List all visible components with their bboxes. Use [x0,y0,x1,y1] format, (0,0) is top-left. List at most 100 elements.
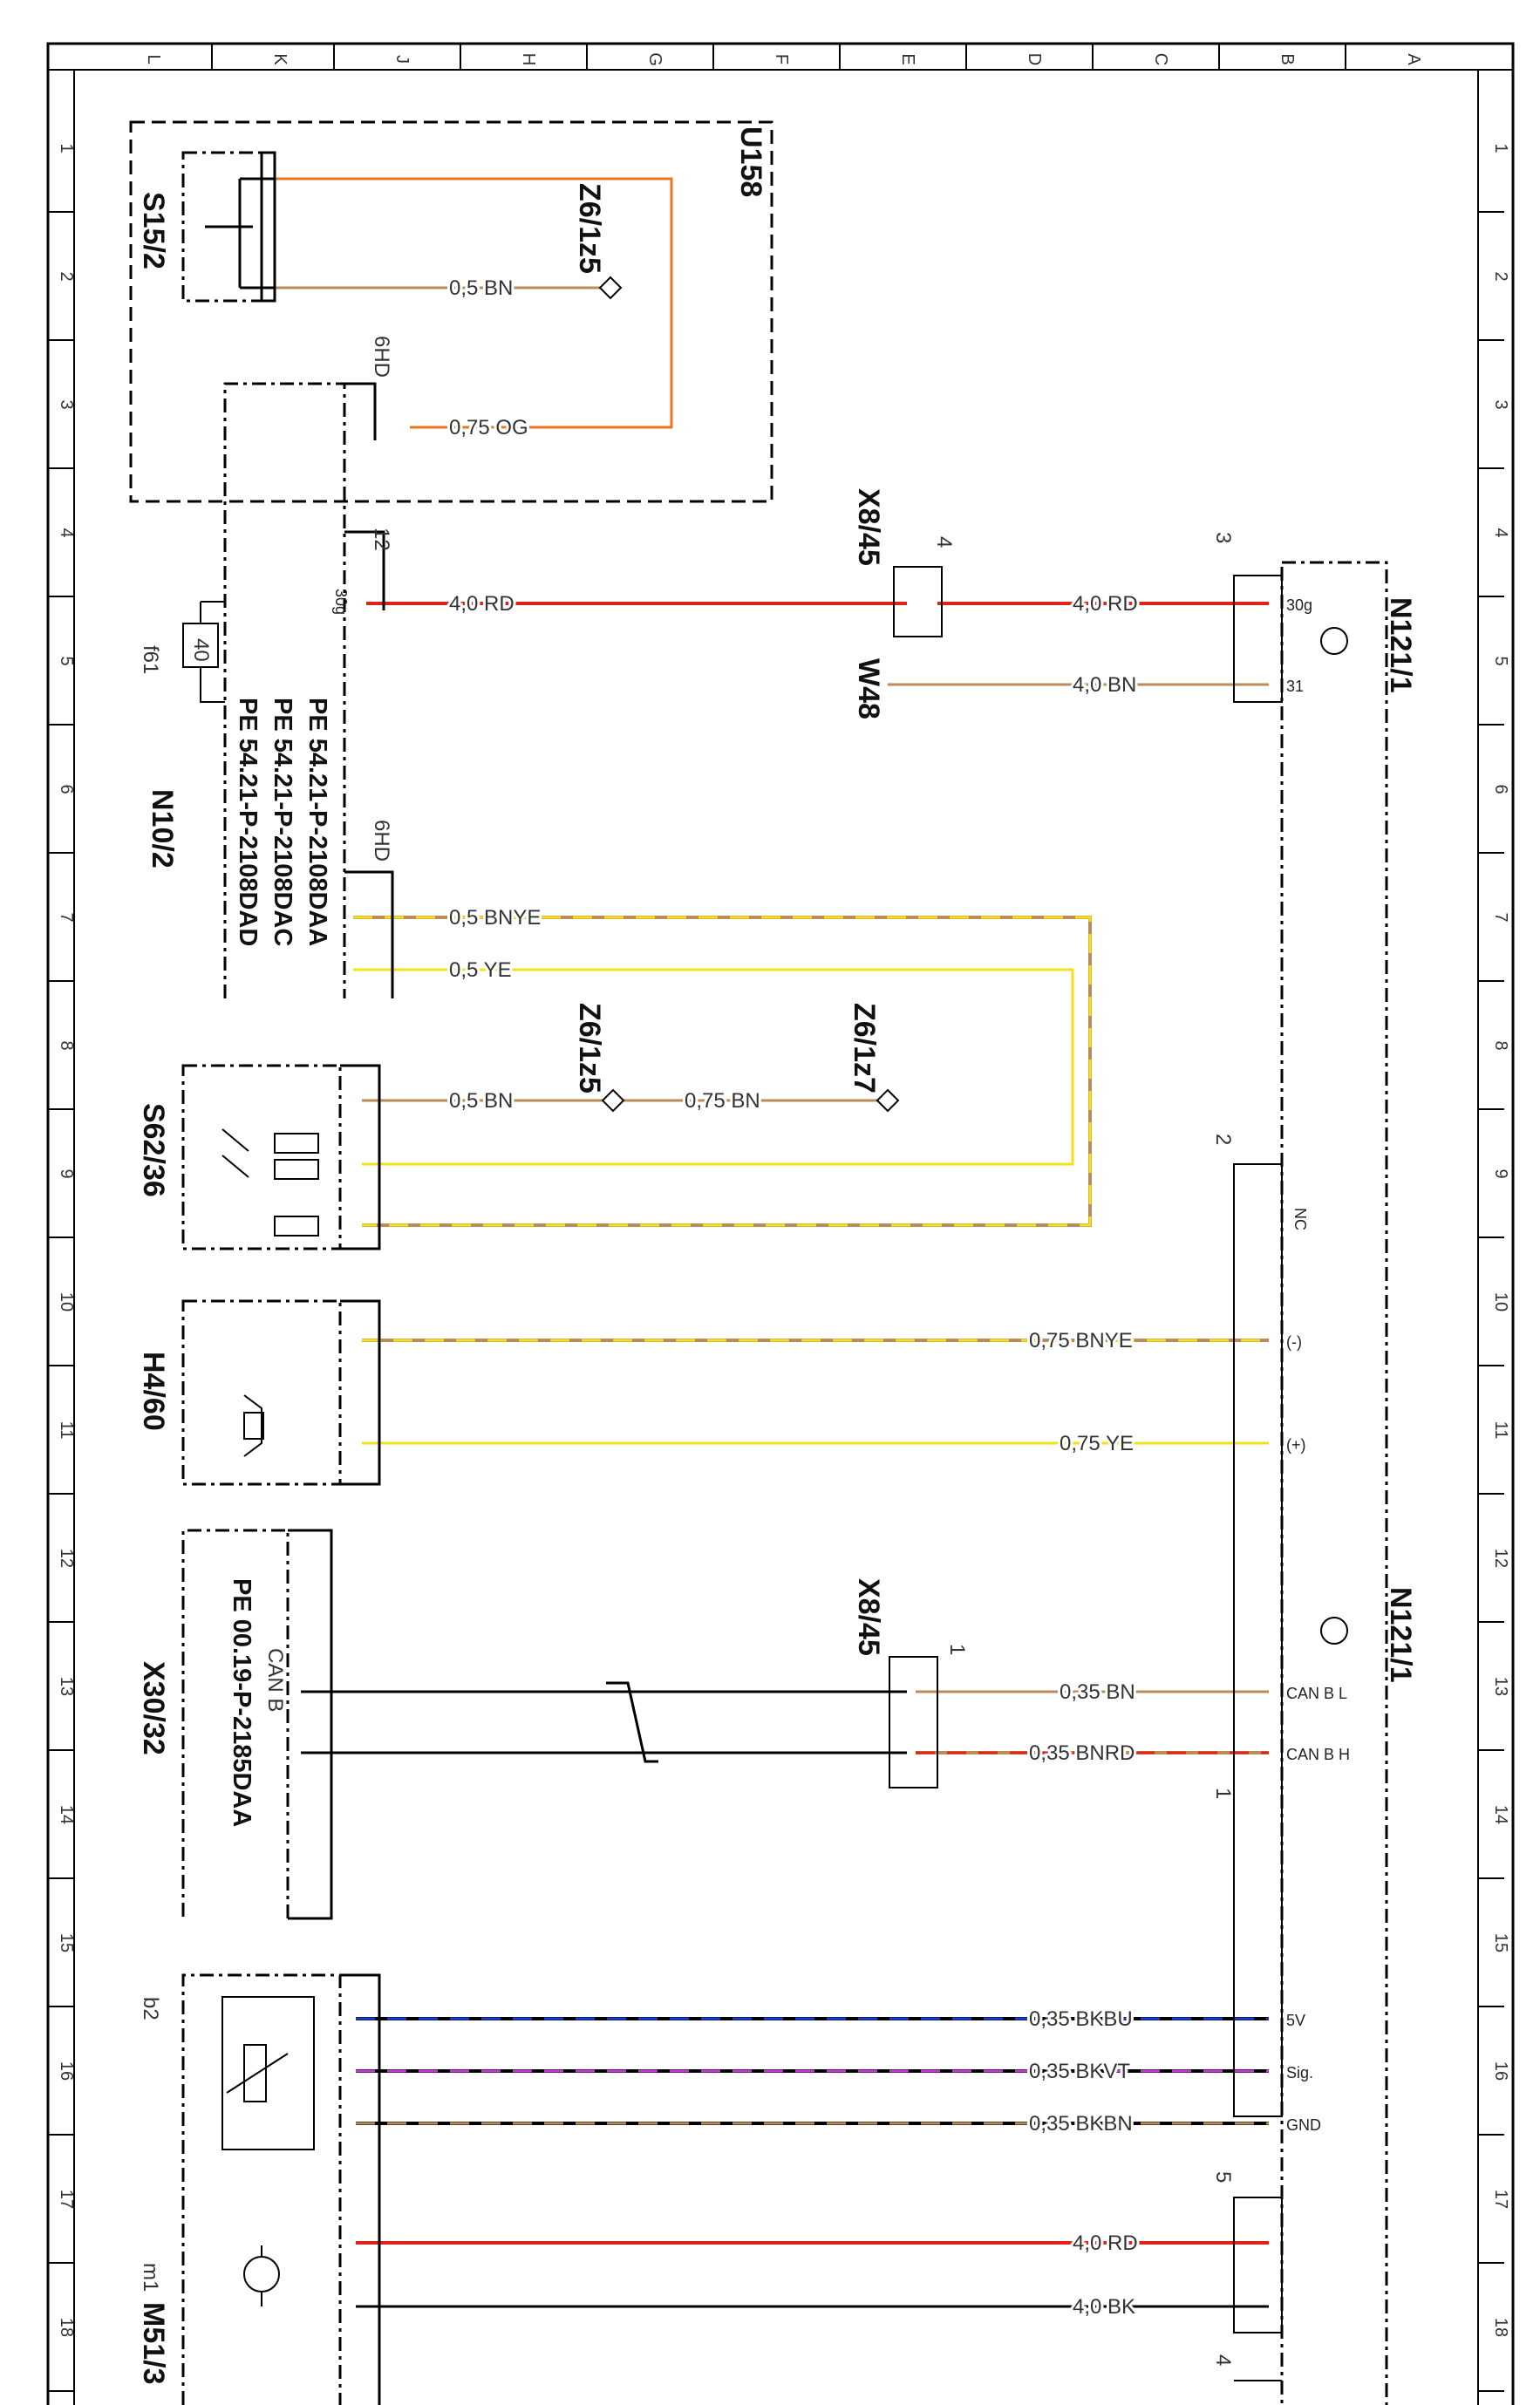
row-header-left-13: 13 [57,1677,76,1696]
pin-label-p30g_b: 30g [1286,596,1312,614]
row-header-left-10: 10 [57,1292,76,1312]
row-header-right-1: 1 [1491,143,1510,153]
component-label-S62_36: S62/36 [137,1103,170,1197]
wire-label-w17: 4,0 RD [1073,2231,1138,2255]
row-header-left-5: 5 [57,656,76,665]
row-header-left-12: 12 [57,1549,76,1568]
connector-label-fuse: 40 [189,638,213,662]
row-header-right-18: 18 [1491,2318,1510,2337]
wire-label-w7: 0,5 YE [449,958,512,982]
column-header-A: A [1404,53,1423,65]
row-header-right-6: 6 [1491,784,1510,794]
wire-label-w5: 4,0 BN [1073,673,1136,697]
row-header-left-4: 4 [57,528,76,537]
component-label-f61: f61 [139,645,162,674]
wire-label-w16: 0,35 BKBN [1029,2112,1133,2136]
pe-ref-x30: PE 00.19-P-2185DAA [228,1578,256,1827]
row-header-right-13: 13 [1491,1677,1510,1696]
component-label-W48: W48 [852,658,885,719]
connector-label-n121c: 1 [1211,1788,1235,1799]
component-label-X30_32: X30/32 [137,1661,170,1755]
row-header-left-9: 9 [57,1168,76,1178]
component-label-X8_45_b: X8/45 [852,1578,885,1656]
row-header-left-1: 1 [57,143,76,153]
row-header-left-3: 3 [57,399,76,409]
connector-label-n121d: 5 [1211,2171,1235,2183]
connector-label-h6d_a: 6HD [370,336,393,378]
pin-label-p30g_a: 30g [332,589,350,615]
component-boxes [129,120,1388,2405]
pin-label-gnd: GND [1286,2116,1321,2134]
row-header-right-14: 14 [1491,1805,1510,1824]
component-label-b2: b2 [139,1997,162,2020]
row-header-right-10: 10 [1491,1292,1510,1312]
row-header-left-17: 17 [57,2190,76,2209]
component-label-Z6_1z7: Z6/1z7 [848,1003,881,1093]
frame-outer [46,42,1515,2405]
switch-symbol-icon [205,177,275,290]
component-label-N10_2: N10/2 [146,789,179,869]
row-header-right-4: 4 [1491,528,1510,537]
component-label-N121_1_b: N121/1 [1384,1587,1417,1683]
row-header-right-17: 17 [1491,2190,1510,2209]
component-label-H4_60: H4/60 [137,1352,170,1431]
wire-label-w4: 4,0 RD [1073,592,1138,616]
pin-label-v5: 5V [1286,2012,1305,2029]
row-header-right-2: 2 [1491,271,1510,281]
wire-label-w11: 0,75 YE [1060,1432,1134,1455]
row-header-right-9: 9 [1491,1168,1510,1178]
row-header-left-11: 11 [57,1421,76,1440]
connector-label-h6d_b: 6HD [370,820,393,862]
can-b-label: CAN B [263,1648,287,1712]
row-header-right-15: 15 [1491,1933,1510,1952]
column-header-C: C [1151,53,1170,65]
wire-label-w8: 0,5 BN [449,1089,513,1113]
pe-ref-n10-0: PE 54.21-P-2108DAA [303,698,331,946]
horn-icon [243,1394,264,1457]
row-header-right-11: 11 [1491,1421,1510,1440]
column-header-B: B [1278,53,1297,65]
row-header-left-7: 7 [57,912,76,922]
pin-label-pos: (+) [1286,1436,1306,1454]
pin-label-p31: 31 [1286,678,1304,695]
row-header-left-15: 15 [57,1933,76,1952]
column-header-G: G [645,52,664,66]
splice-icon [598,276,900,1113]
column-header-H: H [519,53,538,65]
row-header-left-2: 2 [57,271,76,281]
wire-label-w18: 4,0 BK [1073,2295,1135,2319]
wire-label-w6: 0,5 BNYE [449,906,541,930]
component-label-U158: U158 [734,126,767,197]
component-label-m1: m1 [139,2263,162,2292]
row-header-left-14: 14 [57,1805,76,1824]
pin-label-canh: CAN B H [1286,1746,1350,1763]
pe-ref-n10-1: PE 54.21-P-2108DAC [269,698,296,946]
column-header-J: J [392,55,412,64]
column-header-E: E [898,53,917,65]
connector-label-x845b: 1 [945,1644,969,1655]
connector-label-n121a: 3 [1211,532,1235,543]
wire-label-w12: 0,35 BN [1060,1680,1135,1704]
row-header-left-18: 18 [57,2318,76,2337]
n121-control-icon [1320,627,1348,1645]
pin-label-nc: NC [1291,1208,1309,1230]
column-header-F: F [772,54,791,65]
wire-label-w13: 0,35 BNRD [1029,1741,1135,1765]
connector-label-n121b: 2 [1211,1134,1235,1145]
pe-ref-n10-2: PE 54.21-P-2108DAD [234,698,262,946]
wire-label-w9: 0,75 BN [685,1089,760,1113]
wire-label-w10: 0,75 BNYE [1029,1329,1133,1352]
wire-label-w1: 0,5 BN [449,276,513,300]
row-header-left-6: 6 [57,784,76,794]
row-header-right-3: 3 [1491,399,1510,409]
row-header-left-8: 8 [57,1040,76,1050]
potentiometer-icon [226,2044,289,2102]
row-header-right-7: 7 [1491,912,1510,922]
connector-label-c12: 12 [370,528,393,551]
wires [275,177,1269,2308]
component-label-Z6_1z5_b: Z6/1z5 [573,1003,606,1093]
wire-label-w2: 0,75 OG [449,416,528,439]
component-label-X8_45_a: X8/45 [852,488,885,566]
